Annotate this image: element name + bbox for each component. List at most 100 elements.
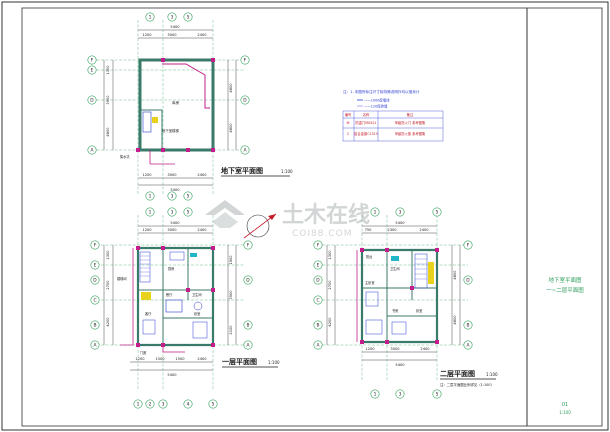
legend-row2-note: 甲级防火窗 参考图集 xyxy=(395,131,426,136)
sheet-scale: 1:100 xyxy=(559,410,571,415)
watermark-url: COI88.COM xyxy=(292,229,352,239)
svg-text:F: F xyxy=(244,58,247,64)
bsm-axis-left-D: D xyxy=(87,95,97,105)
sf-dim-left-1: 1300 xyxy=(328,250,332,260)
sf-axis-top-3: 3 xyxy=(395,207,405,217)
ff-axis-bottom-4: 4 xyxy=(183,399,193,409)
svg-text:B: B xyxy=(93,323,96,329)
svg-text:F: F xyxy=(317,243,320,249)
svg-text:D: D xyxy=(466,278,470,284)
bsm-axis-bottom-1: 1 xyxy=(145,191,155,201)
ff-axis-right-F: F xyxy=(243,240,253,250)
sf-note: 注：二层平面图比例详见（1:100） xyxy=(440,382,494,387)
legend-header-note: 备注 xyxy=(407,112,414,117)
sf-axis-left-E: E xyxy=(313,260,323,270)
sf-bed-icon xyxy=(365,291,379,307)
legend-header-code: 编号 xyxy=(345,112,352,117)
sf-desk-icon xyxy=(391,321,407,335)
svg-text:5: 5 xyxy=(187,194,190,200)
bsm-axis-bottom-3: 3 xyxy=(167,191,177,201)
ff-dim-bottom-2: 1500 xyxy=(155,357,165,361)
bsm-dim-bottom-2: 3000 xyxy=(167,173,177,177)
bsm-axis-top-3: 3 xyxy=(167,12,177,22)
sf-room-master: 主卧室 xyxy=(365,280,375,285)
second-floor-plan: 5400 750 2300 2400 1200 3000 2400 5400 1… xyxy=(313,207,498,399)
svg-text:3: 3 xyxy=(399,210,402,216)
sf-scale: 1:100 xyxy=(486,372,498,377)
svg-text:A: A xyxy=(90,148,93,154)
drawing-frame xyxy=(21,7,603,427)
sf-axis-top-1: 1 xyxy=(370,207,380,217)
bsm-axis-bottom-5: 5 xyxy=(183,191,193,201)
svg-text:C: C xyxy=(93,298,96,304)
sheet-number: 01 xyxy=(562,402,568,408)
ff-axis-right-B: B xyxy=(243,320,253,330)
ff-dim-right-1: 1500 xyxy=(229,255,233,265)
svg-text:3: 3 xyxy=(171,194,174,200)
sf-axis-right-D: D xyxy=(463,275,473,285)
ff-dining-table-icon xyxy=(165,299,183,313)
svg-text:B: B xyxy=(466,323,469,329)
svg-text:F: F xyxy=(247,243,250,249)
ff-stair-marker xyxy=(141,292,151,300)
bsm-dim-top-2: 3000 xyxy=(167,33,177,37)
ff-sink-icon xyxy=(190,253,197,257)
bsm-stair-label: 地下室楼梯 xyxy=(162,128,180,133)
sf-room-bath: 卫生间 xyxy=(390,266,400,271)
ff-axis-bottom-3: 3 xyxy=(158,399,168,409)
ff-dim-bottom-total: 5400 xyxy=(167,373,177,377)
svg-text:A: A xyxy=(246,343,249,349)
ff-room-kitchen: 厨房 xyxy=(168,266,174,271)
north-arrow-head-icon xyxy=(268,214,276,220)
ff-title: 一层平面图 xyxy=(222,357,257,366)
bsm-dim-bottom-total: 5400 xyxy=(170,188,180,192)
svg-text:4: 4 xyxy=(187,402,190,408)
ff-dim-top-total: 5400 xyxy=(170,221,180,225)
legend-line-b: ——120厚砖墙 xyxy=(364,104,388,109)
bsm-dim-left-2: 3900 xyxy=(106,95,110,105)
bsm-dim-left-1: 1300 xyxy=(106,65,110,75)
sf-axis-bottom-1: 1 xyxy=(370,389,380,399)
bsm-dim-top-1: 1200 xyxy=(142,33,152,37)
svg-text:3: 3 xyxy=(171,15,174,21)
ff-axis-left-C: C xyxy=(90,295,100,305)
ff-axis-left-D: D xyxy=(90,275,100,285)
title-block-line1: 地下室平面图 xyxy=(548,276,582,284)
ff-axis-left-E: E xyxy=(90,260,100,270)
svg-text:C: C xyxy=(316,298,319,304)
svg-text:5: 5 xyxy=(187,210,190,216)
bsm-axis-right-F: F xyxy=(240,55,250,65)
svg-text:F: F xyxy=(94,243,97,249)
bsm-stair-marker xyxy=(152,117,158,123)
ff-axis-bottom-5: 5 xyxy=(208,399,218,409)
svg-text:2: 2 xyxy=(149,402,152,408)
svg-text:E: E xyxy=(317,263,320,269)
sf-dim-top-total: 5400 xyxy=(395,221,405,225)
sf-dim-top-1: 750 xyxy=(365,228,373,232)
bsm-axis-right-A: A xyxy=(240,145,250,155)
ff-axis-top-5: 5 xyxy=(183,207,193,217)
ff-dim-left-1: 1300 xyxy=(106,250,110,260)
sf-title: 二层平面图 xyxy=(440,369,475,378)
sf-axis-top-5: 5 xyxy=(432,207,442,217)
bsm-title: 地下室平面图 xyxy=(221,166,263,175)
first-floor-plan: 5400 1200 3000 2400 1200 1500 1500 2400 … xyxy=(90,207,280,409)
sf-room-study: 书房 xyxy=(392,308,398,313)
svg-text:3: 3 xyxy=(171,210,174,216)
legend-row2-code: C xyxy=(347,132,350,136)
ff-dim-right-2: 3900 xyxy=(229,290,233,300)
svg-text:1: 1 xyxy=(149,15,152,21)
svg-text:1: 1 xyxy=(149,210,152,216)
bsm-inner-outline xyxy=(162,63,210,109)
svg-text:E: E xyxy=(91,68,94,74)
sf-dim-right-1: 4800 xyxy=(453,270,457,280)
sf-axis-left-B: B xyxy=(313,320,323,330)
north-arrow xyxy=(243,213,277,239)
ff-dim-right-3: 2100 xyxy=(229,325,233,335)
svg-text:1: 1 xyxy=(149,194,152,200)
bsm-dim-top-3: 2400 xyxy=(197,33,207,37)
svg-text:B: B xyxy=(246,323,249,329)
svg-text:1: 1 xyxy=(374,392,377,398)
